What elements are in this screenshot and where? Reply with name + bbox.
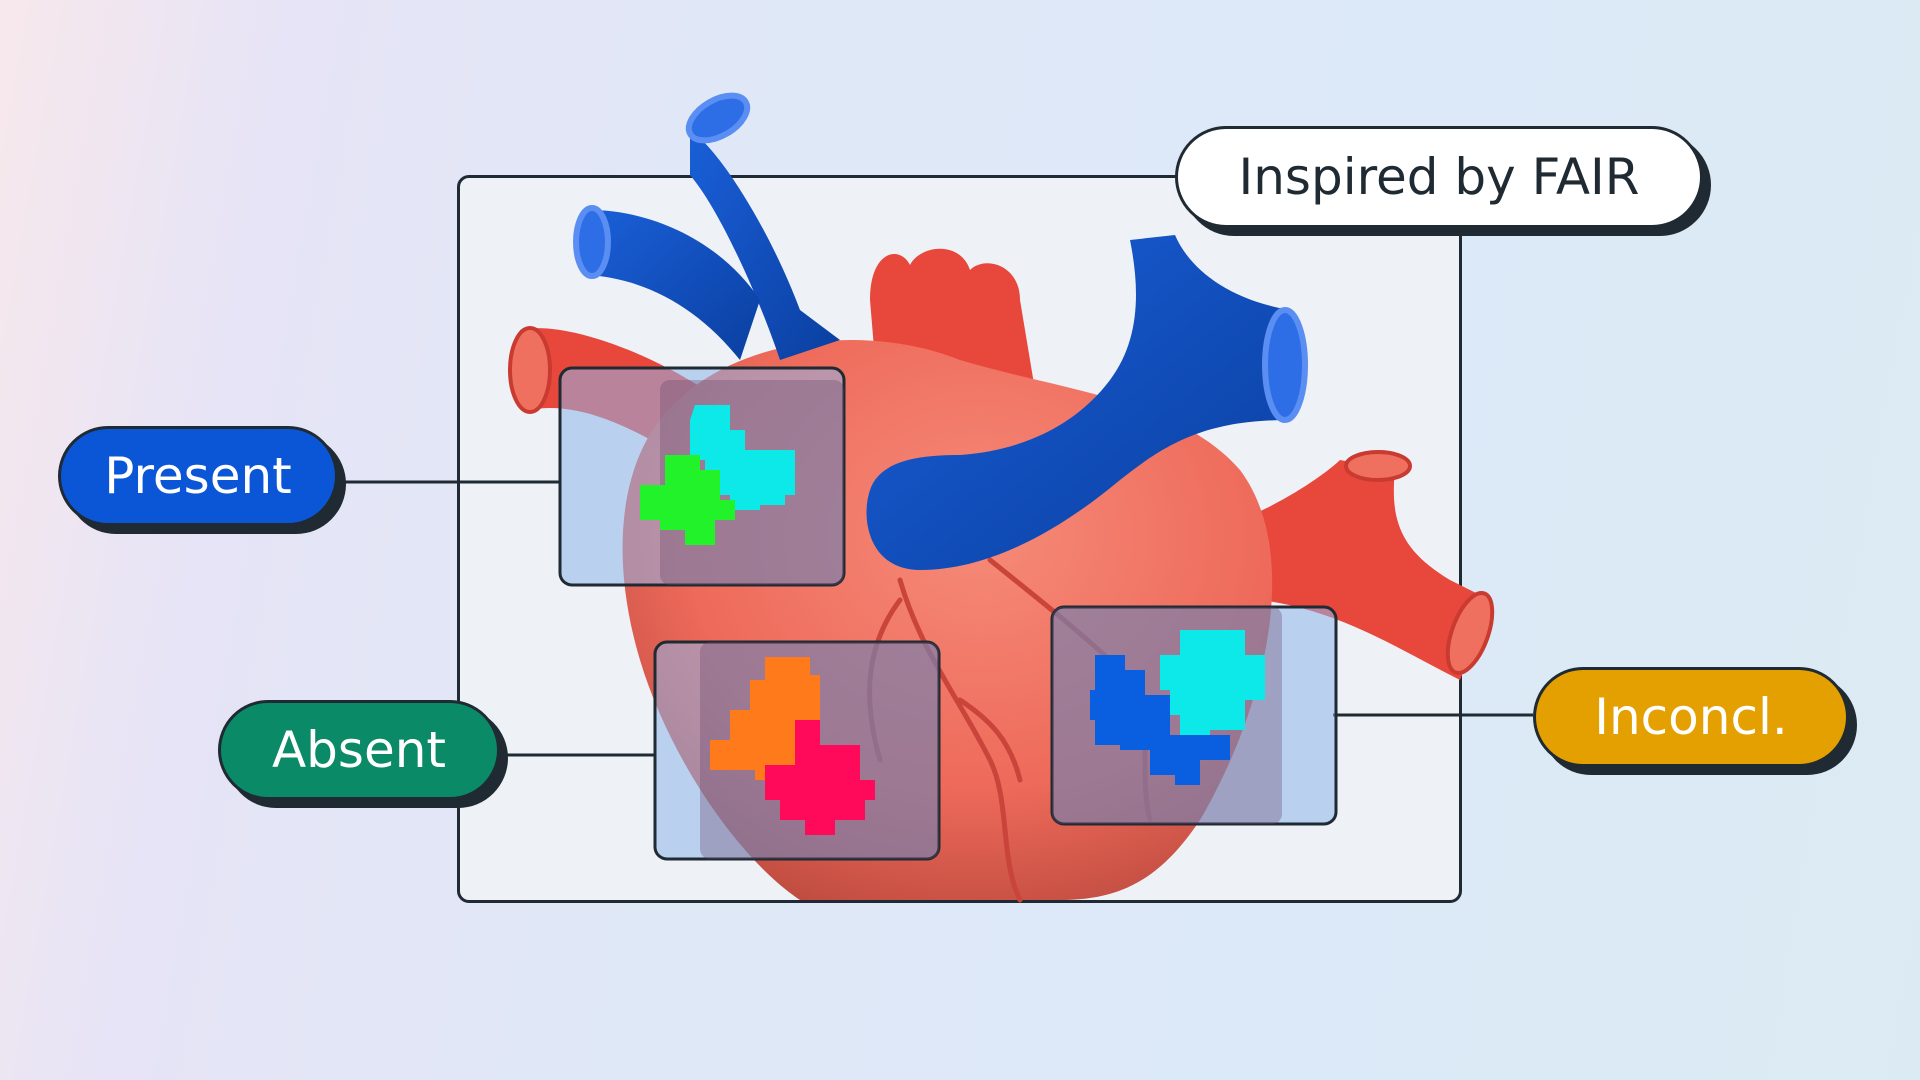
brachiocephalic-vein [573,205,760,360]
segmentation-patch-icon [1090,630,1265,785]
segmentation-patch-icon [710,657,875,835]
absent-label: Absent [218,700,500,800]
pulmonary-vein-arch [866,235,1308,570]
pulmonary-artery-right [1240,450,1495,680]
inconclusive-label: Inconcl. [1533,667,1849,767]
connector-lines [338,480,1533,757]
inspired-by-label: Inspired by FAIR [1175,126,1703,228]
present-label: Present [58,426,338,526]
superior-vena-cava [685,92,840,360]
segmentation-patch-icon [640,405,795,545]
